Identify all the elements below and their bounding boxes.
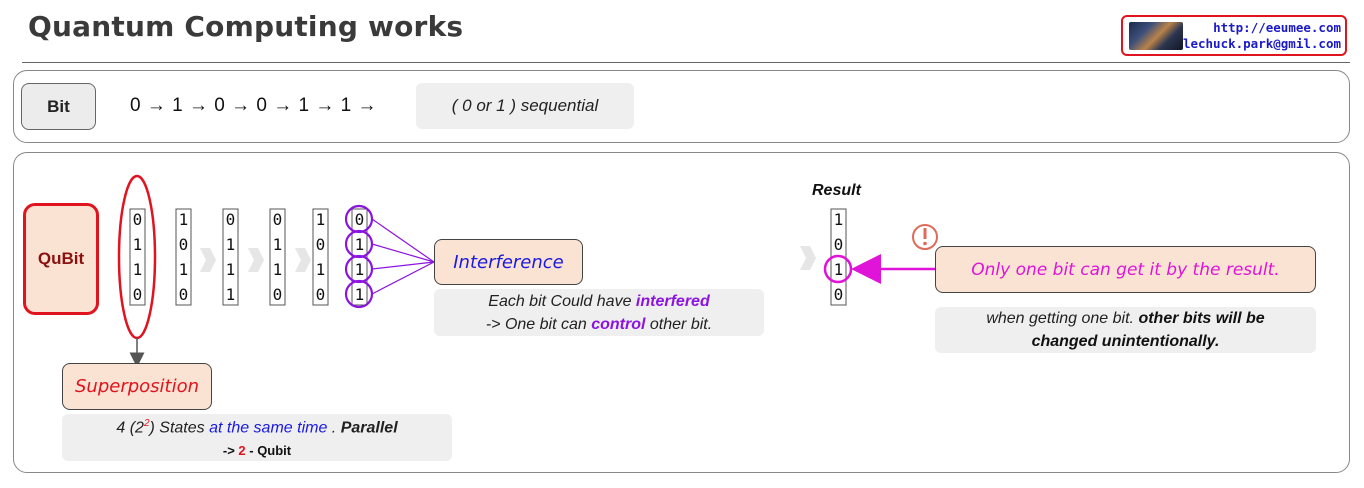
result-digit-r3: 1 [834, 260, 844, 279]
author-badge: http://eeumee.com lechuck.park@gmil.com [1121, 15, 1347, 56]
interference-line-3 [371, 261, 435, 270]
chevron-1 [200, 248, 216, 272]
bit-label-box: Bit [21, 83, 96, 130]
digit-c1-r4: 0 [133, 285, 143, 304]
digit-c4-r4: 0 [273, 285, 283, 304]
superposition-desc-line2: -> 2 - Qubit [222, 442, 292, 458]
digit-c5-r2: 0 [316, 235, 326, 254]
digit-c4-r3: 1 [273, 260, 283, 279]
chevron-2 [248, 248, 264, 272]
digit-c4-r1: 0 [273, 210, 283, 229]
qubit-label-box: QuBit [23, 203, 99, 315]
digit-c4-r2: 1 [273, 235, 283, 254]
interference-description: Each bit Could have interfered -> One bi… [434, 289, 764, 336]
interference-desc-line2: -> One bit can control other bit. [485, 315, 713, 333]
result-note-line2: changed unintentionally. [1031, 333, 1220, 350]
bit-sequence: 0 → 1 → 0 → 0 → 1 → 1 → [130, 95, 377, 116]
author-email[interactable]: lechuck.park@gmil.com [1182, 36, 1341, 51]
digit-c6-r2: 1 [355, 235, 365, 254]
digit-c6-r3: 1 [355, 260, 365, 279]
superposition-description: 4 (22) States at the same time . Paralle… [62, 414, 452, 461]
digit-c6-r4: 1 [355, 285, 365, 304]
interference-lines [371, 218, 435, 295]
result-digit-r4: 0 [834, 285, 844, 304]
digit-c3-r1: 0 [226, 210, 236, 229]
digit-column-boxes [129, 208, 847, 306]
superposition-ellipse [117, 174, 157, 340]
author-url[interactable]: http://eeumee.com [1213, 20, 1341, 35]
result-digit-r1: 1 [834, 210, 844, 229]
avatar [1129, 22, 1183, 50]
flow-chevrons [200, 246, 816, 272]
superposition-box: Superposition [62, 363, 212, 410]
column-box-1 [129, 208, 146, 306]
digit-c2-r3: 1 [179, 260, 189, 279]
result-digit-r2: 0 [834, 235, 844, 254]
digit-c1-r1: 0 [133, 210, 143, 229]
result-note-line1: when getting one bit. other bits will be [986, 310, 1265, 327]
chevron-4 [800, 246, 816, 270]
result-message-box: Only one bit can get it by the result. [935, 246, 1316, 293]
digit-c3-r2: 1 [226, 235, 236, 254]
digit-c2-r1: 1 [179, 210, 189, 229]
interference-line-1 [371, 218, 435, 263]
result-note: when getting one bit. other bits will be… [935, 307, 1316, 353]
result-label: Result [812, 182, 861, 199]
digit-c2-r2: 0 [179, 235, 189, 254]
digit-c6-r1: 0 [355, 210, 365, 229]
bit-description: ( 0 or 1 ) sequential [416, 83, 634, 129]
digit-c2-r4: 0 [179, 285, 189, 304]
page-title: Quantum Computing works [28, 10, 464, 43]
column-box-5 [312, 208, 329, 306]
column-box-2 [175, 208, 192, 306]
digit-c1-r3: 1 [133, 260, 143, 279]
digit-c5-r1: 1 [316, 210, 326, 229]
digit-c3-r4: 1 [226, 285, 236, 304]
warning-icon [912, 224, 938, 250]
chevron-3 [295, 248, 311, 272]
digit-layer: 0 1 1 0 1 0 1 0 0 1 1 1 0 1 1 0 1 0 1 0 0 1 1 1 1 0 1 0 [133, 210, 844, 304]
digit-c5-r4: 0 [316, 285, 326, 304]
interference-line-4 [371, 261, 435, 295]
column-box-3 [222, 208, 239, 306]
digit-c3-r3: 1 [226, 260, 236, 279]
digit-c5-r3: 1 [316, 260, 326, 279]
interference-box: Interference [434, 239, 583, 285]
digit-c1-r2: 1 [133, 235, 143, 254]
superposition-desc-line1: 4 (22) States at the same time . Paralle… [116, 418, 398, 437]
interference-line-2 [371, 243, 435, 263]
bit-panel [13, 70, 1350, 143]
interference-desc-line1: Each bit Could have interfered [488, 292, 710, 310]
column-box-4 [269, 208, 286, 306]
title-divider [22, 62, 1350, 63]
